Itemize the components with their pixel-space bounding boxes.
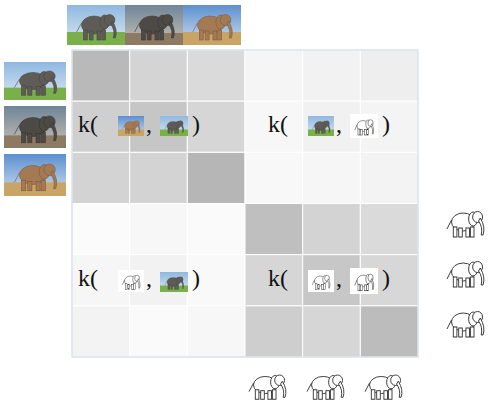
mini-photo: [160, 116, 188, 136]
kernel-cell: [130, 152, 188, 203]
mini-sketch: [350, 268, 378, 294]
kernel-cell: [303, 204, 361, 255]
kernel-cell: [187, 306, 245, 357]
elephant-photo: [4, 62, 66, 100]
kernel-text: ): [192, 266, 200, 290]
kernel-cell: [360, 50, 418, 101]
grid-border: [72, 50, 418, 357]
elephant-photo: [4, 154, 66, 196]
kernel-cell: [303, 152, 361, 203]
mini-photo: [118, 116, 144, 136]
kernel-cell: [245, 306, 303, 357]
kernel-cell: [187, 101, 245, 152]
elephant-sketch: [356, 366, 410, 404]
kernel-cell: [187, 152, 245, 203]
kernel-cell: [245, 50, 303, 101]
kernel-text: ,: [336, 112, 342, 136]
kernel-text: k(: [78, 266, 98, 290]
kernel-text: ): [192, 112, 200, 136]
kernel-cell: [245, 101, 303, 152]
kernel-cell: [360, 204, 418, 255]
kernel-cell: [72, 306, 130, 357]
kernel-cell: [245, 204, 303, 255]
kernel-cell: [187, 255, 245, 306]
elephant-sketch: [438, 302, 492, 342]
kernel-cell: [187, 204, 245, 255]
elephant-sketch: [438, 252, 492, 292]
kernel-text: k(: [268, 112, 288, 136]
kernel-text: ,: [146, 112, 152, 136]
kernel-cell: [303, 50, 361, 101]
kernel-cell: [360, 152, 418, 203]
kernel-text: ): [382, 112, 390, 136]
kernel-cell: [187, 50, 245, 101]
mini-photo: [160, 272, 188, 292]
mini-sketch: [118, 270, 144, 292]
kernel-cell: [72, 204, 130, 255]
kernel-text: ): [382, 266, 390, 290]
kernel-text: ,: [336, 266, 342, 290]
elephant-sketch: [240, 366, 294, 404]
elephant-photo: [125, 5, 183, 45]
kernel-cell: [245, 255, 303, 306]
kernel-cell: [303, 306, 361, 357]
kernel-cell: [72, 152, 130, 203]
kernel-cell: [72, 50, 130, 101]
elephant-photo: [183, 5, 241, 45]
kernel-text: ,: [146, 266, 152, 290]
elephant-photo: [67, 5, 125, 45]
mini-photo: [308, 116, 334, 136]
elephant-sketch: [298, 366, 352, 404]
kernel-text: k(: [268, 266, 288, 290]
kernel-cell: [360, 306, 418, 357]
mini-sketch: [308, 270, 334, 292]
elephant-photo: [4, 106, 66, 148]
mini-sketch: [350, 114, 378, 138]
kernel-cell: [130, 306, 188, 357]
kernel-cell: [130, 204, 188, 255]
elephant-sketch: [438, 202, 492, 242]
kernel-grid: [72, 50, 418, 357]
kernel-cell: [130, 50, 188, 101]
kernel-text: k(: [78, 112, 98, 136]
kernel-cell: [245, 152, 303, 203]
